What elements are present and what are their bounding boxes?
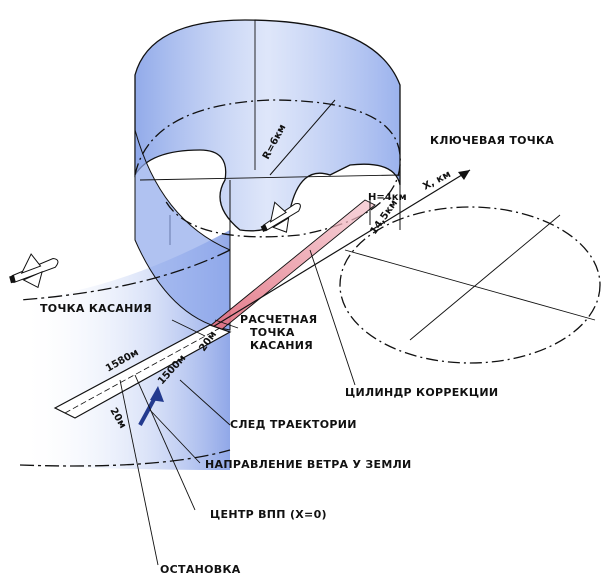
correction-cylinder-ellipse: [339, 206, 601, 364]
cylinder-front-wall: [134, 129, 231, 331]
shuttle-icon-right: [260, 201, 301, 233]
label-calc-touchdown-1: РАСЧЕТНАЯ: [240, 313, 317, 326]
label-height: H=4км: [368, 192, 407, 203]
ground-boundary-curve: [19, 249, 231, 467]
label-trajectory-trace: СЛЕД ТРАЕКТОРИИ: [230, 418, 357, 431]
runway-centerline: [64, 327, 221, 414]
correction-axis-1: [344, 249, 596, 321]
wind-arrow-head: [150, 386, 164, 402]
label-stop: ОСТАНОВКА: [160, 563, 241, 576]
cylinder-axis-horizontal: [139, 174, 401, 181]
label-calc-touchdown-3: КАСАНИЯ: [250, 339, 313, 352]
cylinder-inner-lower: [134, 75, 401, 250]
label-runway-center: ЦЕНТР ВПП (X=0): [210, 508, 327, 521]
label-calc-touchdown-2: ТОЧКА: [250, 326, 295, 339]
x-axis-arrowhead: [458, 170, 470, 180]
label-wind-direction: НАПРАВЛЕНИЕ ВЕТРА У ЗЕМЛИ: [205, 458, 412, 471]
label-correction-cylinder: ЦИЛИНДР КОРРЕКЦИИ: [345, 386, 498, 399]
label-x-axis: X, км: [421, 169, 453, 193]
leader-lines: [119, 249, 356, 566]
x-axis: [174, 169, 471, 351]
correction-axis-2: [409, 214, 561, 341]
label-touchdown-point: ТОЧКА КАСАНИЯ: [40, 302, 152, 315]
cylinder-ground-ellipse: [134, 99, 401, 238]
radius-line: [269, 99, 336, 176]
shuttle-icon-left: [9, 253, 59, 289]
heading-alignment-cylinder: [134, 19, 401, 232]
label-key-point: КЛЮЧЕВАЯ ТОЧКА: [430, 134, 554, 147]
